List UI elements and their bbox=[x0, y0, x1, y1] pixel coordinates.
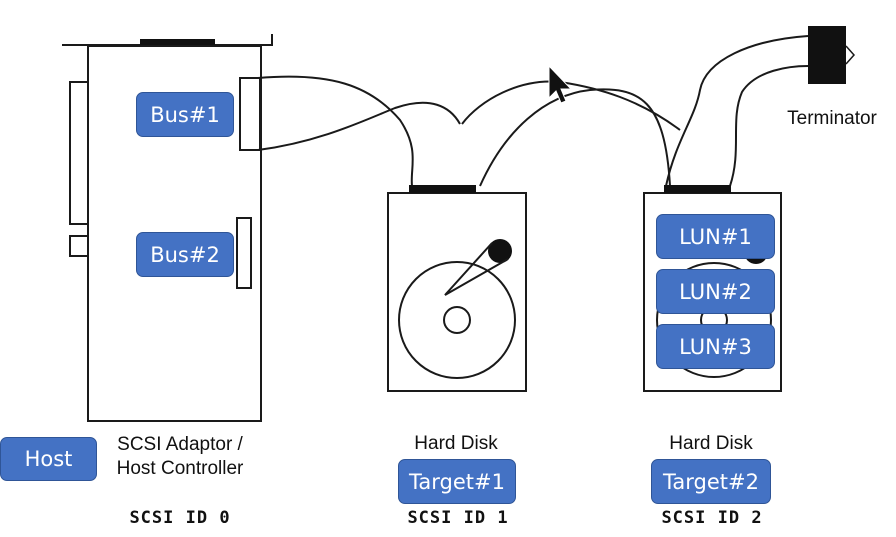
lun3-badge: LUN#3 bbox=[656, 324, 775, 369]
disk1-head-arm bbox=[444, 242, 509, 296]
terminator-tip bbox=[845, 45, 856, 65]
terminator-block bbox=[808, 26, 846, 84]
terminator-label: Terminator bbox=[787, 108, 877, 129]
disk2-connector bbox=[664, 185, 731, 193]
card-edge-strip bbox=[69, 81, 89, 225]
disk1-head-pivot bbox=[488, 239, 512, 263]
lun2-badge: LUN#2 bbox=[656, 269, 775, 314]
card-bracket bbox=[62, 34, 273, 46]
bus1-badge: Bus#1 bbox=[136, 92, 234, 137]
target1-badge: Target#1 bbox=[398, 459, 516, 504]
adaptor-label-line1: SCSI Adaptor / bbox=[117, 434, 243, 455]
cable-adapter-to-disk1 bbox=[257, 75, 414, 187]
lun1-badge: LUN#1 bbox=[656, 214, 775, 259]
scsi-id-1: SCSI ID 1 bbox=[407, 508, 509, 528]
card-top-connector bbox=[140, 39, 215, 45]
bus1-port bbox=[239, 77, 261, 151]
host-badge: Host bbox=[0, 437, 97, 481]
scsi-id-0: SCSI ID 0 bbox=[129, 508, 231, 528]
scsi-id-2: SCSI ID 2 bbox=[661, 508, 763, 528]
bus2-port bbox=[236, 217, 252, 289]
disk1-spindle bbox=[443, 306, 471, 334]
disk2-label: Hard Disk bbox=[669, 433, 753, 454]
mouse-cursor-icon bbox=[548, 64, 573, 104]
cable-disk2-to-terminator-lower bbox=[729, 65, 809, 187]
cable-adapter-to-disk1-lower bbox=[257, 101, 461, 151]
target2-badge: Target#2 bbox=[651, 459, 771, 504]
cable-disk1-to-disk2 bbox=[479, 88, 671, 187]
card-edge-tab bbox=[69, 235, 89, 257]
hard-disk-1 bbox=[387, 192, 527, 392]
adaptor-label-line2: Host Controller bbox=[116, 458, 244, 479]
bus2-badge: Bus#2 bbox=[136, 232, 234, 277]
cable-disk2-to-terminator bbox=[665, 35, 809, 187]
disk1-connector bbox=[409, 185, 476, 193]
disk1-platter bbox=[398, 261, 516, 379]
disk2-platter bbox=[656, 262, 772, 378]
disk1-label: Hard Disk bbox=[414, 433, 498, 454]
